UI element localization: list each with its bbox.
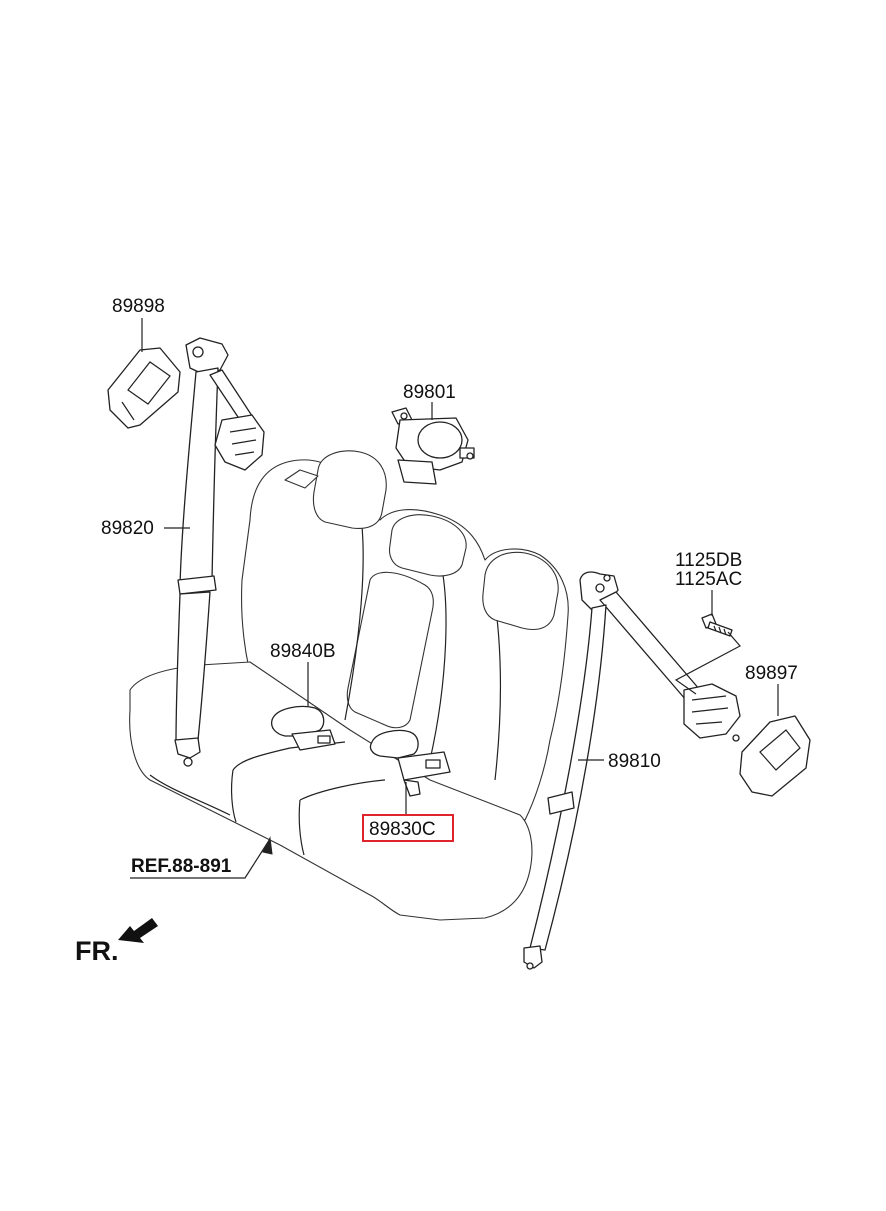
label-89810: 89810 [608,751,661,772]
label-89801: 89801 [403,382,456,403]
label-89898: 89898 [112,296,165,317]
center-retractor [391,407,475,485]
label-89820: 89820 [101,518,154,539]
highlight-box-89830c [362,814,454,842]
right-seat-belt-assembly [523,571,741,970]
mounting-bolt [701,613,733,637]
front-direction-label: FR. [75,936,119,966]
buckle-89840b [270,705,336,751]
label-1125ac: 1125AC [675,569,742,590]
rear-seat [129,450,569,921]
label-1125db: 1125DB [675,550,742,571]
label-89840b: 89840B [270,641,336,662]
label-89830c: 89830C [369,819,436,840]
buckle-89830c [369,729,451,797]
left-seat-belt-assembly [174,337,265,767]
right-trim-cover [739,715,811,797]
leader-lines [130,318,779,879]
label-89897: 89897 [745,663,798,684]
left-trim-cover [107,347,181,429]
reference-label: REF.88-891 [131,856,232,877]
front-direction-arrow-icon [118,918,158,943]
